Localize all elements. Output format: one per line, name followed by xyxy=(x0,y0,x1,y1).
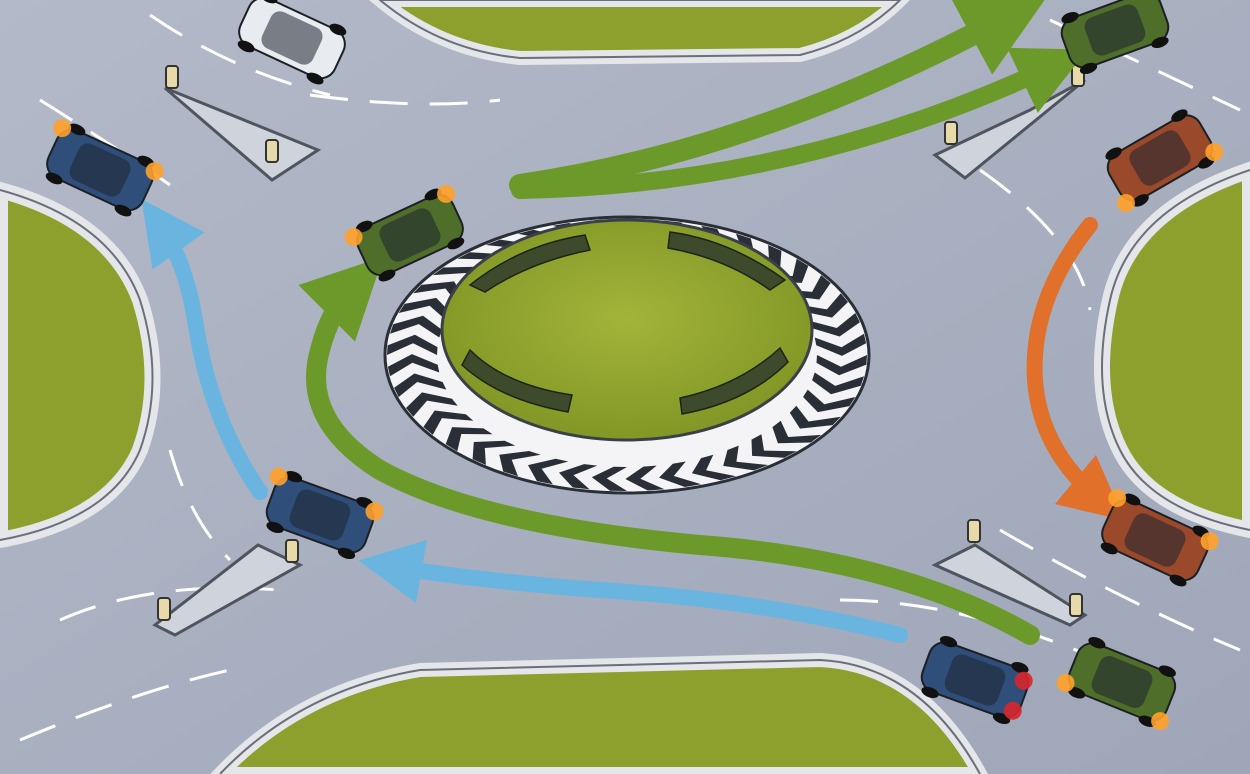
bollard xyxy=(266,140,278,162)
bollard xyxy=(968,520,980,542)
bollard xyxy=(158,598,170,620)
bollard xyxy=(286,540,298,562)
bollard xyxy=(166,66,178,88)
bollard xyxy=(945,122,957,144)
central-island-grass xyxy=(442,220,812,440)
central-island xyxy=(385,217,869,493)
bollard xyxy=(1070,594,1082,616)
